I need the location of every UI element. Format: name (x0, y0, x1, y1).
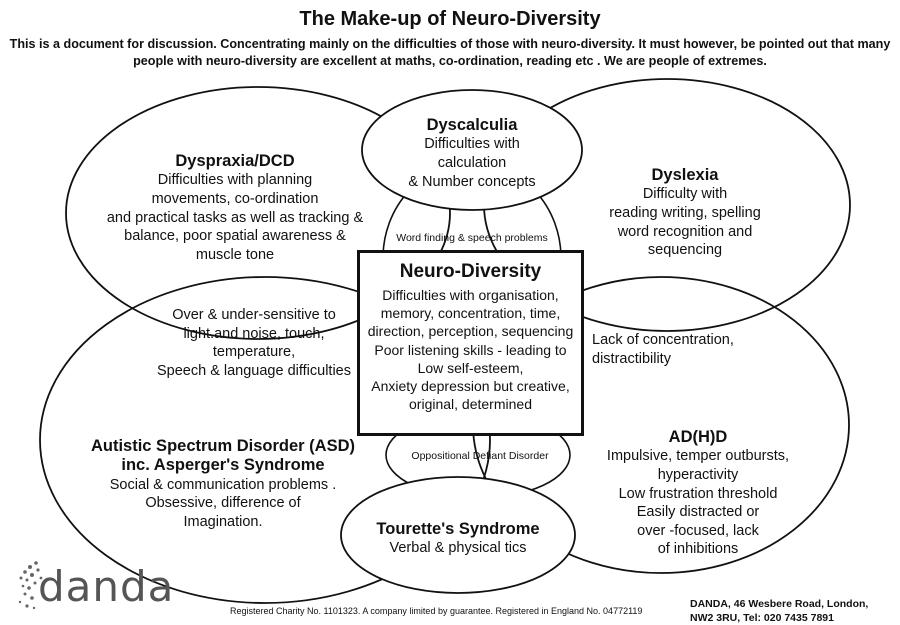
dyscalculia-line: Difficulties with (424, 136, 520, 153)
asd-line: Obsessive, difference of (145, 495, 301, 512)
dyslexia-line: word recognition and (617, 223, 753, 240)
danda-logo-dots-icon (18, 561, 43, 610)
subtitle-line-2: people with neuro-diversity are excellen… (133, 54, 767, 68)
footer-registration: Registered Charity No. 1101323. A compan… (230, 606, 643, 616)
adhd-line: hyperactivity (657, 467, 739, 484)
subtitle-line-1: This is a document for discussion. Conce… (9, 37, 891, 51)
dyslexia-line: reading writing, spelling (609, 205, 761, 222)
asd-ellipse (39, 276, 491, 604)
concentration-line: Lack of concentration, (592, 332, 734, 348)
asd-heading: Autistic Spectrum Disorder (ASD) (90, 437, 356, 455)
tourette-line: Verbal & physical tics (389, 540, 527, 557)
oppositional-label: Oppositional Defiant Disorder (411, 450, 549, 462)
neuro-diversity-line: memory, concentration, time, (380, 305, 561, 322)
adhd-line: of inhibitions (657, 541, 739, 558)
asd-text: Autistic Spectrum Disorder (ASD) inc. As… (88, 437, 358, 532)
dyspraxia-line: movements, co-ordination (151, 191, 319, 208)
adhd-text: AD(H)D Impulsive, temper outbursts, hype… (598, 428, 798, 559)
danda-logo-text: danda (38, 562, 175, 611)
adhd-line: Easily distracted or (636, 504, 760, 521)
address-block: DANDA, 46 Wesbere Road, London, NW2 3RU,… (690, 597, 868, 625)
dyscalculia-ellipse (361, 89, 583, 211)
dyspraxia-ellipse (65, 86, 451, 340)
dyspraxia-line: and practical tasks as well as tracking … (106, 209, 364, 226)
adhd-heading: AD(H)D (668, 428, 728, 446)
dyspraxia-heading: Dyspraxia/DCD (175, 152, 295, 170)
dyspraxia-text: Dyspraxia/DCD Difficulties with planning… (90, 152, 380, 264)
tourette-heading: Tourette's Syndrome (376, 520, 540, 538)
neuro-diversity-line: original, determined (409, 396, 532, 413)
neuro-diversity-line: Difficulties with organisation, (382, 287, 559, 303)
adhd-line: Impulsive, temper outbursts, (606, 448, 790, 465)
sensory-text: Over & under-sensitive to light.and nois… (148, 306, 360, 380)
dyspraxia-line: muscle tone (195, 246, 275, 263)
dyspraxia-line: balance, poor spatial awareness & (124, 228, 346, 245)
sensory-line: temperature, (212, 344, 296, 361)
sensory-line: Speech & language difficulties (156, 362, 351, 379)
address-line: DANDA, 46 Wesbere Road, London, (690, 598, 869, 610)
dyscalculia-line: calculation (437, 155, 507, 172)
concentration-text: Lack of concentration, distractibility (592, 331, 734, 368)
tourette-ellipse (340, 476, 576, 594)
asd-line: Social & communication problems . (109, 476, 337, 493)
word-finding-label: Word finding & speech problems (396, 232, 548, 244)
tourette-text: Tourette's Syndrome Verbal & physical ti… (358, 520, 558, 558)
dyslexia-line: sequencing (647, 242, 723, 259)
address-line: NW2 3RU, Tel: 020 7435 7891 (690, 612, 834, 625)
dyslexia-line: Difficulty with (642, 186, 728, 203)
dyspraxia-line: Difficulties with planning (157, 172, 313, 189)
sensory-line: Over & under-sensitive to (172, 307, 336, 323)
dyslexia-text: Dyslexia Difficulty with reading writing… (585, 166, 785, 260)
concentration-line: distractibility (592, 350, 671, 367)
page-title: The Make-up of Neuro-Diversity (299, 8, 601, 30)
neuro-diversity-line: Low self-esteem, (417, 359, 524, 376)
dyscalculia-line: & Number concepts (408, 173, 536, 190)
neuro-diversity-heading: Neuro-Diversity (399, 261, 542, 282)
adhd-line: over -focused, lack (637, 522, 759, 539)
neuro-diversity-line: direction, perception, sequencing (367, 323, 574, 340)
neuro-diversity-line: Anxiety depression but creative, (371, 377, 570, 394)
asd-line: Imagination. (183, 514, 263, 531)
dyslexia-heading: Dyslexia (651, 166, 719, 184)
sensory-line: light.and noise, touch, (183, 325, 325, 342)
asd-heading: inc. Asperger's Syndrome (121, 456, 325, 475)
adhd-line: Low frustration threshold (618, 485, 778, 502)
dyscalculia-heading: Dyscalculia (426, 116, 518, 134)
dyscalculia-text: Dyscalculia Difficulties with calculatio… (382, 116, 562, 191)
neuro-diversity-line: Poor listening skills - leading to (374, 341, 567, 358)
neuro-diversity-box: Neuro-Diversity Difficulties with organi… (357, 250, 584, 436)
